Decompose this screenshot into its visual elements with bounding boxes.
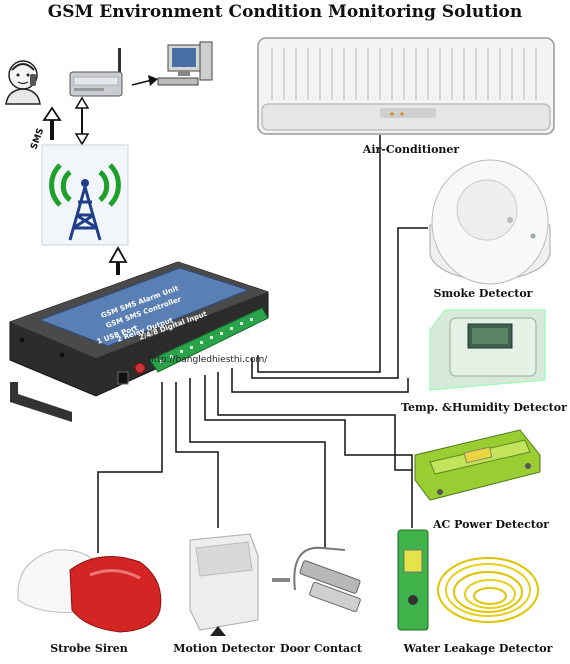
computer-icon — [157, 41, 213, 86]
label-motion-detector: Motion Detector — [173, 642, 275, 655]
label-ac-power: AC Power Detector — [432, 518, 549, 531]
temp-humidity-icon — [429, 309, 546, 391]
uplink-arrow — [108, 246, 128, 275]
ac-power-detector-icon — [414, 429, 541, 501]
wire-temp-humidity — [231, 368, 409, 393]
strobe-siren-icon — [17, 549, 162, 633]
label-strobe-siren: Strobe Siren — [50, 642, 128, 655]
water-leakage-icon — [397, 529, 539, 631]
door-contact-icon — [272, 546, 361, 613]
motion-detector-icon — [189, 533, 259, 636]
label-air-conditioner: Air-Conditioner — [362, 143, 460, 156]
operator-icon — [5, 60, 41, 105]
wire-smoke-detector — [251, 227, 428, 379]
label-temp-humidity: Temp. &Humidity Detector — [401, 401, 567, 414]
label-water-leakage: Water Leakage Detector — [403, 642, 553, 655]
smoke-detector-icon — [429, 159, 551, 285]
wire-motion-detector — [175, 382, 219, 528]
gsm-modem-icon — [69, 48, 123, 97]
air-conditioner-icon — [257, 37, 555, 135]
wires — [97, 135, 428, 553]
tower-icon — [41, 144, 129, 246]
controller-unit: GSM SMS Alarm Unit GSM SMS Controller 1 … — [9, 261, 269, 422]
wire-door-contact — [189, 378, 326, 548]
link-arrows — [42, 75, 158, 146]
label-door-contact: Door Contact — [280, 642, 363, 655]
label-smoke-detector: Smoke Detector — [434, 287, 533, 300]
watermark-url: http://bangledhiesthi.com/ — [148, 355, 268, 365]
wire-water-leakage — [204, 375, 413, 528]
wire-strobe-siren — [97, 382, 163, 553]
diagram-title: GSM Environment Condition Monitoring Sol… — [48, 2, 522, 22]
wire-air-conditioner — [257, 135, 381, 373]
wire-ac-power — [217, 372, 412, 471]
